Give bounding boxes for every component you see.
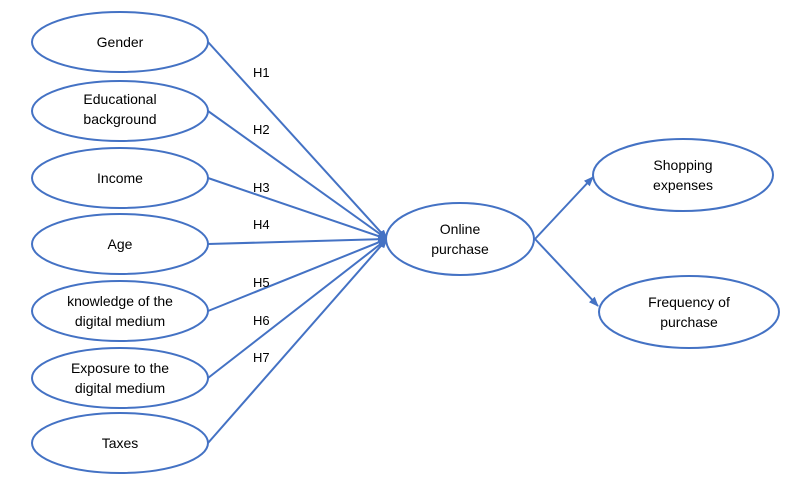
node-income: Income <box>31 147 209 209</box>
node-taxes: Taxes <box>31 412 209 474</box>
node-income-label: Income <box>97 170 143 186</box>
label-h1: H1 <box>253 65 270 80</box>
node-frequency-line2: purchase <box>660 314 718 330</box>
node-knowledge-of-digital-medium: knowledge of the digital medium <box>31 280 209 342</box>
node-frequency-of-purchase: Frequency of purchase <box>598 275 780 349</box>
label-h3: H3 <box>253 180 270 195</box>
node-knowledge-line1: knowledge of the <box>67 293 173 309</box>
node-exposure-to-digital-medium: Exposure to the digital medium <box>31 347 209 409</box>
node-age-label: Age <box>108 236 133 252</box>
edge-h1 <box>207 41 388 240</box>
label-h4: H4 <box>253 217 270 232</box>
node-shopping-expenses: Shopping expenses <box>592 138 774 212</box>
node-educational-background-line1: Educational <box>83 91 156 107</box>
label-h7: H7 <box>253 350 270 365</box>
edge-to-shopping-expenses <box>534 176 594 240</box>
node-frequency-line1: Frequency of <box>648 294 730 310</box>
edge-h2 <box>207 110 388 240</box>
node-online-purchase-line1: Online <box>440 221 481 237</box>
node-age: Age <box>31 213 209 275</box>
edge-labels: H1 H2 H3 H4 H5 H6 H7 <box>253 65 270 365</box>
node-gender: Gender <box>31 11 209 73</box>
node-online-purchase-line2: purchase <box>431 241 489 257</box>
label-h5: H5 <box>253 275 270 290</box>
node-exposure-line2: digital medium <box>75 380 165 396</box>
node-exposure-line1: Exposure to the <box>71 360 169 376</box>
node-knowledge-line2: digital medium <box>75 313 165 329</box>
edge-h3 <box>207 177 388 240</box>
edge-h7 <box>207 238 388 444</box>
edge-h6 <box>207 238 388 379</box>
node-online-purchase: Online purchase <box>385 202 535 276</box>
label-h6: H6 <box>253 313 270 328</box>
label-h2: H2 <box>253 122 270 137</box>
edge-h5 <box>207 238 388 312</box>
edge-h4 <box>207 235 388 245</box>
node-shopping-expenses-line2: expenses <box>653 177 713 193</box>
node-gender-label: Gender <box>97 34 144 50</box>
edge-to-frequency-of-purchase <box>534 238 599 307</box>
node-taxes-label: Taxes <box>102 435 139 451</box>
node-shopping-expenses-line1: Shopping <box>653 157 712 173</box>
edges <box>207 41 599 444</box>
node-educational-background-line2: background <box>83 111 156 127</box>
node-educational-background: Educational background <box>31 80 209 142</box>
